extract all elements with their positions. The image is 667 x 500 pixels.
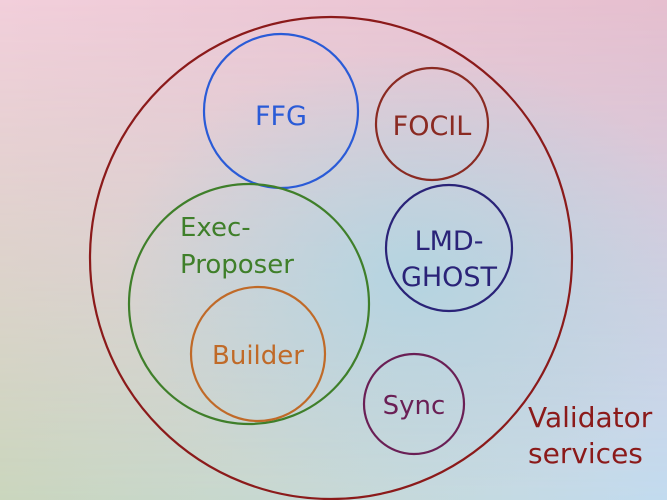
validator-services-label-line2: services (528, 437, 643, 470)
validator-services-label-line1: Validator (528, 401, 653, 434)
exec-proposer-circle (127, 182, 371, 426)
lmd-ghost-label-line1: LMD- (415, 226, 484, 257)
focil-label: FOCIL (393, 111, 472, 142)
lmd-ghost-circle (384, 183, 514, 313)
lmd-ghost-label-line2: GHOST (401, 262, 498, 293)
ffg-label: FFG (255, 101, 307, 132)
focil-circle (374, 66, 490, 182)
exec-proposer-label-line1: Exec- (180, 213, 251, 243)
sync-circle (362, 352, 466, 456)
builder-circle (189, 285, 327, 423)
sync-label: Sync (383, 391, 446, 421)
exec-proposer-label-line2: Proposer (180, 250, 294, 280)
builder-label: Builder (212, 341, 304, 371)
validator-services-circle (88, 15, 574, 500)
